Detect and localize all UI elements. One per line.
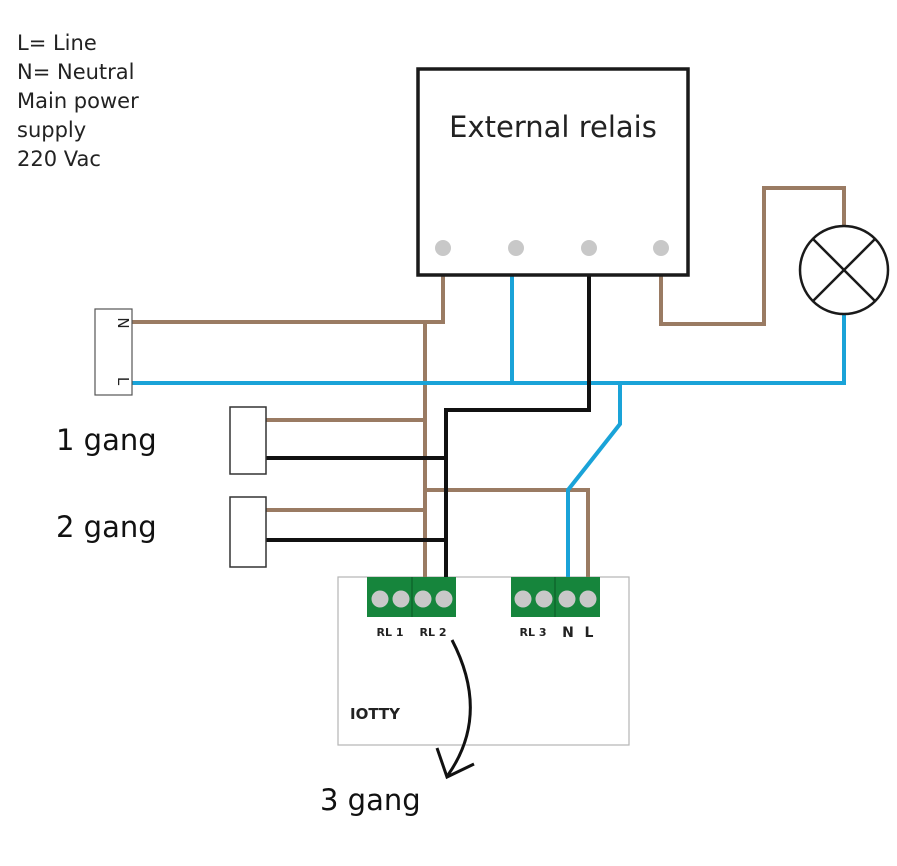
switch-2-gang-label: 2 gang: [56, 510, 157, 544]
wire-black-relais: [444, 248, 591, 580]
legend-main-power: Main power: [17, 89, 139, 113]
wire-iotty-l-brown: [425, 488, 590, 580]
terminal-screw: [435, 590, 453, 608]
iotty-terminals-right: [511, 577, 600, 617]
switch-2-gang: 2 gang: [56, 496, 267, 568]
relais-terminal-1: [435, 240, 451, 256]
external-relais: External relais: [416, 67, 690, 277]
iotty-n-label: N: [562, 625, 574, 641]
legend: L= Line N= Neutral Main power supply 220…: [17, 31, 139, 171]
terminal-screw: [558, 590, 576, 608]
iotty-terminals-left: [367, 577, 456, 617]
terminal-screw: [371, 590, 389, 608]
terminal-screw: [414, 590, 432, 608]
iotty-rl2-label: RL 2: [420, 626, 447, 639]
switch-2-gang-box: [229, 496, 267, 568]
wire-line-blue: [132, 312, 846, 385]
external-relais-title: External relais: [449, 110, 657, 144]
mains-l-label: L: [114, 377, 132, 386]
legend-neutral: N= Neutral: [17, 60, 135, 84]
switch-1-gang-label: 1 gang: [56, 423, 157, 457]
relais-terminal-3: [581, 240, 597, 256]
legend-line: L= Line: [17, 31, 97, 55]
lamp-icon: [798, 224, 890, 316]
switch-1-gang: 1 gang: [56, 406, 267, 475]
terminal-screw: [392, 590, 410, 608]
relais-terminal-2: [508, 240, 524, 256]
mains-n-label: N: [114, 317, 132, 328]
legend-voltage: 220 Vac: [17, 147, 101, 171]
iotty-rl1-label: RL 1: [377, 626, 404, 639]
switch-1-gang-box: [229, 406, 267, 475]
curved-arrow-icon: [435, 639, 475, 780]
three-gang-label: 3 gang: [320, 783, 421, 817]
terminal-screw: [579, 590, 597, 608]
relais-terminal-4: [653, 240, 669, 256]
external-relais-box: [416, 67, 690, 277]
iotty-device-name: IOTTY: [350, 705, 401, 723]
wire-neutral-brown: [132, 248, 445, 324]
wire-iotty-n-blue: [566, 383, 622, 580]
iotty-l-label: L: [585, 625, 594, 641]
mains-terminal-block: N L: [94, 308, 133, 396]
terminal-screw: [514, 590, 532, 608]
iotty-rl3-label: RL 3: [520, 626, 547, 639]
wire-lamp-brown: [659, 186, 846, 326]
legend-supply: supply: [17, 118, 86, 142]
terminal-screw: [535, 590, 553, 608]
